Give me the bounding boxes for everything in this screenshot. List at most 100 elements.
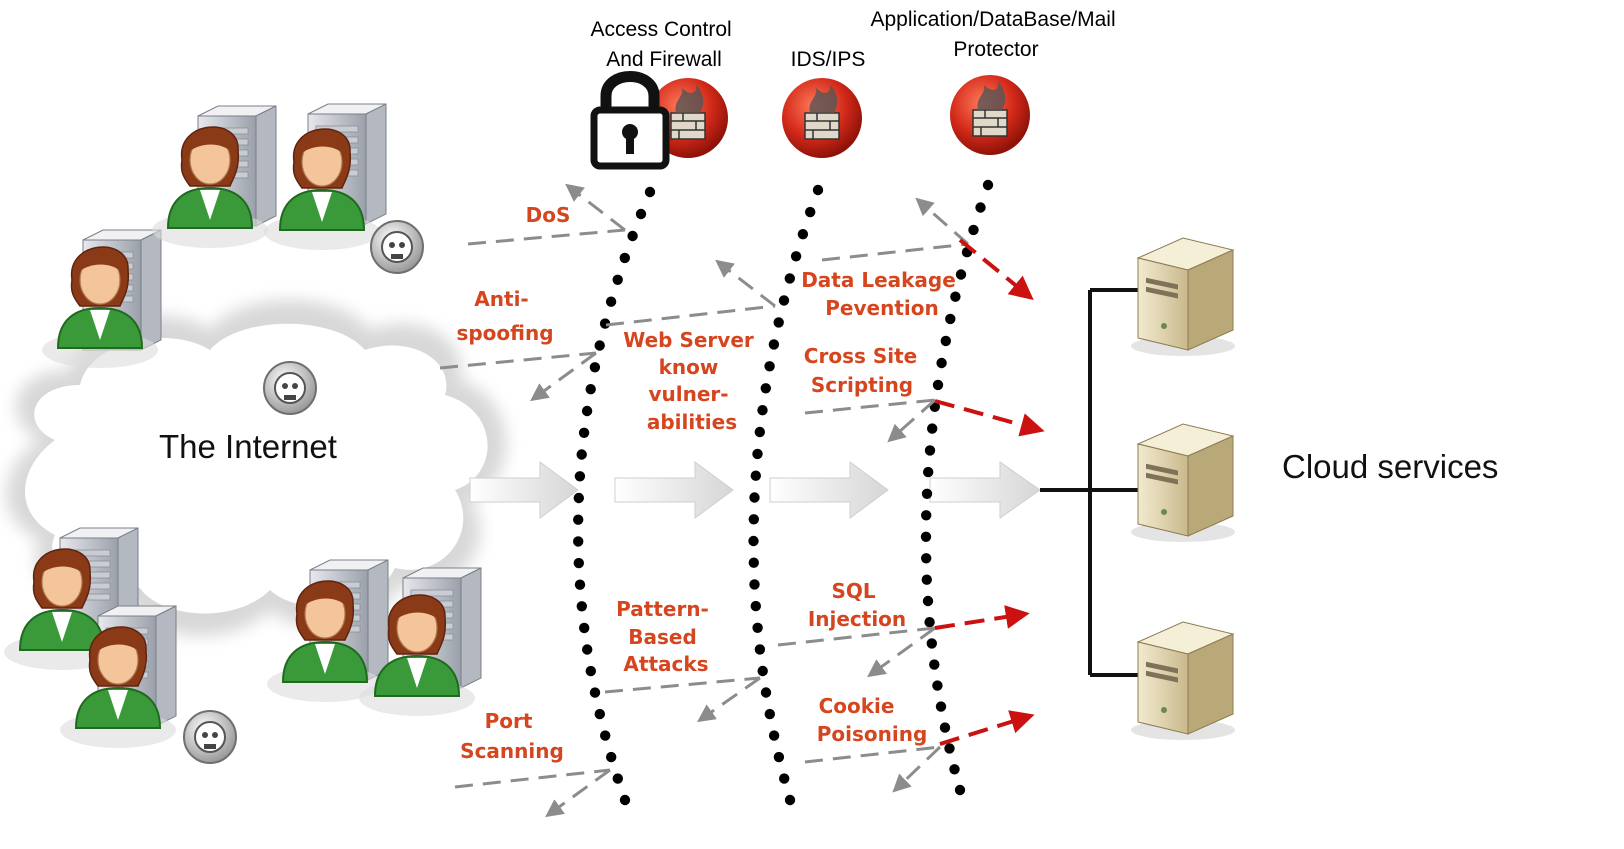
barrier-dot — [940, 335, 951, 347]
attack-line-pattern — [604, 676, 761, 694]
barrier-dot — [605, 296, 617, 307]
barrier-dot — [805, 206, 816, 218]
barrier-dot — [790, 251, 802, 262]
attack-line-dos — [467, 228, 626, 246]
skull-icon — [263, 361, 317, 415]
barrier-dot — [612, 274, 623, 285]
cloud-server-icon — [1131, 237, 1235, 356]
barrier-dot — [606, 751, 617, 763]
barrier-dot — [754, 644, 766, 655]
firewall-header-line1: Access Control — [590, 18, 731, 41]
attack-line-xss — [804, 398, 936, 415]
barrier-dot — [760, 687, 772, 698]
traffic-flow — [469, 461, 1041, 519]
barrier-dot — [589, 687, 601, 698]
barrier-dot — [764, 708, 775, 720]
barrier-dot — [585, 665, 596, 677]
red-arrow-xss — [934, 399, 1045, 437]
barrier-dot — [949, 764, 960, 775]
reflect-arrow-pattern — [697, 676, 761, 723]
barrier-dot — [773, 317, 784, 328]
leak-arrows — [934, 238, 1045, 746]
attack-line-port — [454, 768, 611, 789]
barrier-dot — [752, 622, 763, 633]
barrier-dot — [945, 313, 956, 325]
cloud-server-icon — [1131, 423, 1235, 542]
app-header-line1: Application/DataBase/Mail — [871, 8, 1116, 31]
barrier-dot — [812, 184, 824, 196]
barrier-dot — [582, 644, 593, 655]
skull-icon — [183, 710, 237, 764]
attack-label-sql: SQL Injection — [808, 579, 906, 631]
barrier-dot — [749, 579, 760, 590]
barrier-dot — [927, 423, 938, 434]
attack-label-dlp: Data Leakage Pevention — [801, 268, 963, 320]
cloud-services-label: Cloud services — [1282, 448, 1498, 485]
attack-line-cookie — [804, 745, 941, 764]
reflect-arrow-dlp — [915, 197, 969, 246]
barrier-dot — [936, 357, 947, 369]
attack-label-dos: DoS — [526, 203, 571, 227]
barrier-dot — [797, 229, 809, 240]
barrier-dot — [750, 470, 761, 481]
barrier-dot — [754, 426, 765, 438]
barrier-dot — [573, 536, 584, 547]
red-arrow-cookie — [939, 710, 1035, 746]
barrier-dot — [921, 510, 932, 521]
barrier-dot — [929, 659, 940, 670]
barrier-dot — [921, 553, 932, 564]
barrier-dot — [594, 708, 605, 720]
barrier-dot — [644, 186, 656, 198]
barrier-dot — [968, 224, 979, 236]
barrier-dot — [982, 179, 994, 191]
barrier-dot — [619, 794, 631, 806]
barrier-dot — [939, 722, 951, 733]
reflect-arrow-cookie — [892, 745, 942, 793]
attack-label-antispoof: Anti- spoofing — [456, 287, 553, 345]
ids-barrier — [748, 184, 824, 806]
barrier-dot — [573, 492, 584, 504]
barrier-dot — [955, 269, 967, 280]
attacker-user-icon — [267, 580, 383, 702]
barrier-dot — [954, 784, 966, 796]
red-arrow-dlp — [958, 238, 1034, 301]
attack-line-dlp — [821, 242, 969, 262]
barrier-dot — [600, 730, 611, 741]
barrier-dot — [578, 427, 590, 438]
barrier-dot — [932, 379, 944, 391]
cloud-servers — [1131, 237, 1235, 740]
barrier-dot — [573, 557, 584, 569]
attacker-user-icon — [4, 548, 120, 670]
barrier-dot — [944, 743, 955, 754]
barrier-dot — [589, 362, 601, 373]
barrier-dot — [920, 531, 932, 542]
flow-arrow — [769, 461, 889, 519]
skull-icon — [370, 220, 424, 274]
barrier-dot — [585, 384, 596, 395]
attackers — [4, 103, 482, 748]
attack-lines — [439, 183, 969, 818]
flow-arrow — [614, 461, 734, 519]
barrier-dot — [574, 471, 586, 482]
barrier-dot — [574, 579, 586, 590]
barrier-dot — [921, 488, 933, 499]
red-arrow-sql — [934, 605, 1030, 630]
attacker-user-icon — [152, 126, 268, 248]
attacker-user-icon — [42, 246, 158, 368]
barrier-dot — [760, 383, 771, 394]
barrier-dot — [924, 617, 935, 628]
lock-icon — [590, 71, 670, 170]
attack-label-webserver: Web Server know vulner- abilities — [623, 328, 760, 434]
barrier-dot — [932, 680, 943, 691]
barrier-dot — [975, 202, 986, 213]
security-barriers — [573, 179, 994, 806]
internet-label: The Internet — [159, 428, 337, 465]
barrier-dot — [779, 773, 790, 784]
attacker-user-icon — [264, 128, 380, 250]
firewall-header: Access Control And Firewall — [590, 18, 737, 71]
attack-label-cookie: Cookie Poisoning — [817, 694, 928, 746]
attacker-user-icon — [359, 594, 475, 716]
ids-header: IDS/IPS — [791, 48, 866, 71]
barrier-dot — [612, 773, 623, 784]
reflect-arrow-webserver — [715, 259, 776, 308]
